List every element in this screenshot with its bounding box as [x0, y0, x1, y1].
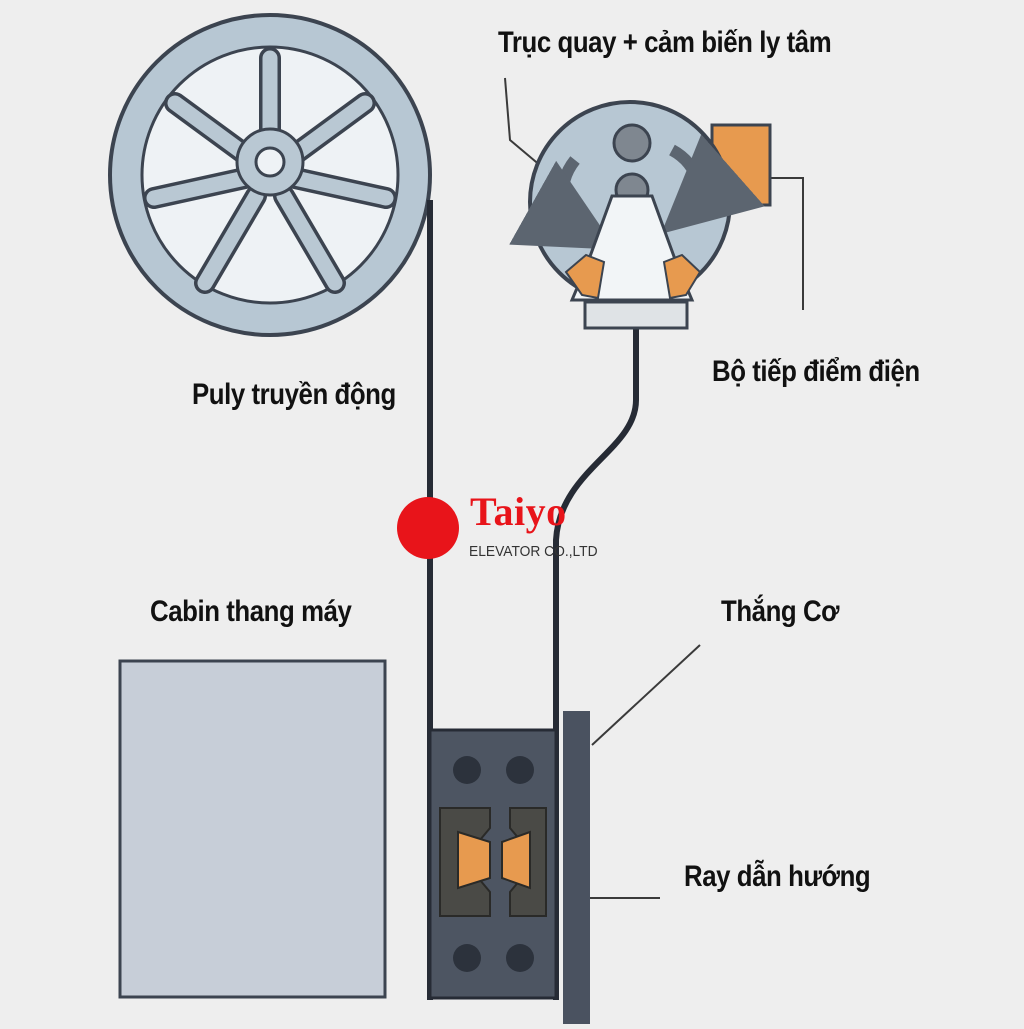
- bolt-2: [506, 756, 534, 784]
- bolt-4: [506, 944, 534, 972]
- rotation-right-icon: [661, 134, 765, 234]
- shaft-top: [612, 123, 652, 163]
- logo-wordmark: Taiyo: [470, 489, 567, 534]
- label-elevator-cabin: Cabin thang máy: [150, 595, 352, 628]
- label-mechanical-brake: Thắng Cơ: [721, 595, 840, 628]
- governor-base: [583, 300, 689, 330]
- label-drive-pulley: Puly truyền động: [192, 378, 396, 411]
- logo-subtitle: ELEVATOR CO.,LTD: [469, 543, 598, 560]
- logo-dot: [397, 497, 459, 559]
- brake-pad-left: [457, 830, 491, 890]
- elevator-cabin: [118, 659, 387, 999]
- label-electrical-contact: Bộ tiếp điểm điện: [712, 355, 920, 388]
- leader-line-brake: [591, 644, 701, 746]
- brake-pad-right: [501, 830, 531, 890]
- right-flyweight: [662, 253, 702, 300]
- bolt-1: [453, 756, 481, 784]
- governor-cable: [553, 325, 639, 1000]
- mechanical-brake: [428, 728, 558, 1000]
- governor-sensor: [509, 100, 772, 330]
- leader-line-contact: [770, 177, 804, 310]
- left-flyweight: [564, 253, 606, 300]
- rotation-left-icon: [509, 156, 617, 250]
- guide-rail: [563, 711, 590, 1024]
- bolt-3: [453, 944, 481, 972]
- drive-pulley: [108, 13, 432, 337]
- label-centrifugal-sensor: Trục quay + cảm biến ly tâm: [498, 26, 832, 59]
- label-guide-rail: Ray dẫn hướng: [684, 860, 871, 893]
